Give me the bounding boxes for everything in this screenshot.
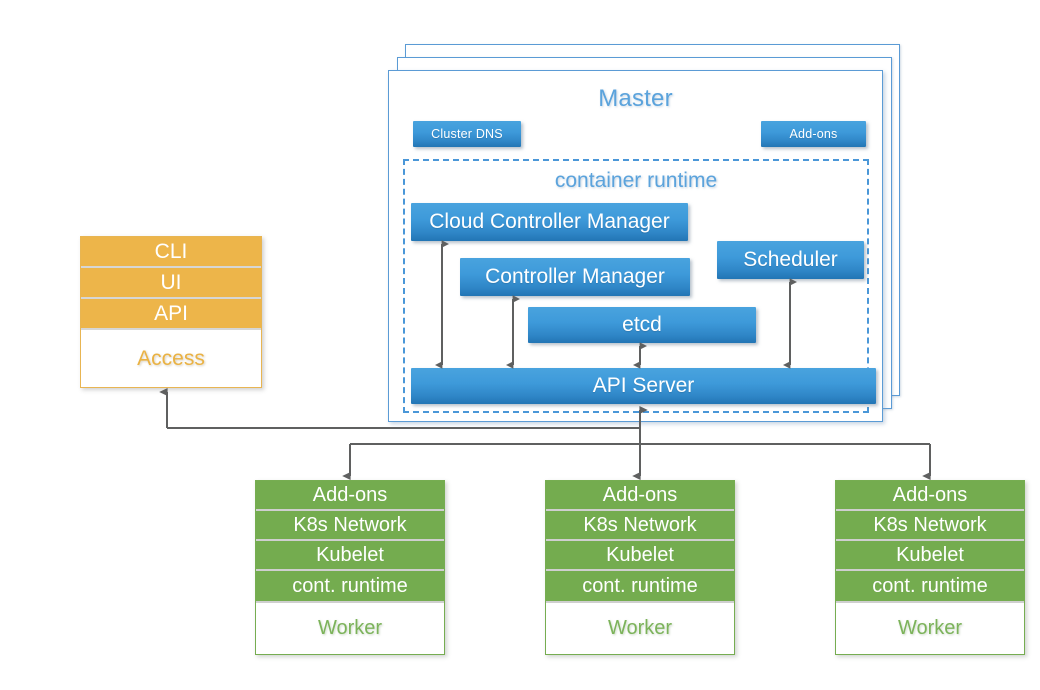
- component-label: Cloud Controller Manager: [429, 210, 670, 233]
- worker-layer-k8s-network[interactable]: K8s Network: [546, 511, 734, 541]
- worker-layer-label: cont. runtime: [292, 574, 408, 597]
- component-cloud-controller-manager[interactable]: Cloud Controller Manager: [411, 203, 688, 241]
- access-footer-label: Access: [137, 346, 205, 370]
- worker-layer-label: Kubelet: [316, 543, 384, 566]
- worker-layer-kubelet[interactable]: Kubelet: [256, 541, 444, 571]
- component-label: Add-ons: [789, 127, 838, 141]
- worker-layer-label: cont. runtime: [582, 574, 698, 597]
- access-stack: CLI UI API Access: [80, 236, 262, 388]
- worker-layer-k8s-network[interactable]: K8s Network: [256, 511, 444, 541]
- worker-footer-label: Worker: [897, 617, 963, 639]
- component-cluster-dns[interactable]: Cluster DNS: [413, 121, 521, 147]
- worker-layer-addons[interactable]: Add-ons: [256, 481, 444, 511]
- access-layer-cli[interactable]: CLI: [81, 237, 261, 268]
- worker-layer-k8s-network[interactable]: K8s Network: [836, 511, 1024, 541]
- component-controller-manager[interactable]: Controller Manager: [460, 258, 690, 296]
- worker-layer-label: Add-ons: [602, 483, 678, 506]
- worker-layer-addons[interactable]: Add-ons: [836, 481, 1024, 511]
- access-layer-label: UI: [160, 270, 182, 294]
- worker-layer-label: K8s Network: [873, 513, 987, 536]
- worker-layer-label: Kubelet: [606, 543, 674, 566]
- worker-layer-label: K8s Network: [293, 513, 407, 536]
- access-layer-api[interactable]: API: [81, 299, 261, 330]
- worker-node-1: Add-ons K8s Network Kubelet cont. runtim…: [255, 480, 445, 655]
- worker-layer-addons[interactable]: Add-ons: [546, 481, 734, 511]
- container-runtime-title: container runtime: [554, 169, 718, 192]
- worker-layer-label: Add-ons: [892, 483, 968, 506]
- component-label: Cluster DNS: [431, 127, 503, 141]
- access-footer: Access: [81, 330, 261, 387]
- master-card: Master Cluster DNS Add-ons container run…: [388, 70, 883, 422]
- worker-layer-cont-runtime[interactable]: cont. runtime: [836, 571, 1024, 603]
- component-label: etcd: [622, 313, 662, 336]
- worker-layer-label: cont. runtime: [872, 574, 988, 597]
- access-layer-ui[interactable]: UI: [81, 268, 261, 299]
- component-api-server[interactable]: API Server: [411, 368, 876, 404]
- worker-layer-cont-runtime[interactable]: cont. runtime: [256, 571, 444, 603]
- access-layer-label: API: [154, 301, 188, 325]
- master-title: Master: [598, 85, 673, 112]
- worker-layer-cont-runtime[interactable]: cont. runtime: [546, 571, 734, 603]
- worker-footer-label: Worker: [317, 617, 383, 639]
- component-addons[interactable]: Add-ons: [761, 121, 866, 147]
- worker-layer-label: Add-ons: [312, 483, 388, 506]
- worker-node-3: Add-ons K8s Network Kubelet cont. runtim…: [835, 480, 1025, 655]
- component-label: API Server: [592, 374, 695, 397]
- worker-footer: Worker: [836, 603, 1024, 654]
- worker-footer: Worker: [256, 603, 444, 654]
- worker-layer-kubelet[interactable]: Kubelet: [546, 541, 734, 571]
- access-layer-label: CLI: [154, 239, 188, 263]
- worker-footer: Worker: [546, 603, 734, 654]
- component-label: Scheduler: [743, 248, 838, 271]
- worker-layer-label: Kubelet: [896, 543, 964, 566]
- worker-footer-label: Worker: [607, 617, 673, 639]
- component-etcd[interactable]: etcd: [528, 307, 756, 343]
- worker-node-2: Add-ons K8s Network Kubelet cont. runtim…: [545, 480, 735, 655]
- worker-layer-kubelet[interactable]: Kubelet: [836, 541, 1024, 571]
- component-label: Controller Manager: [485, 265, 665, 288]
- worker-layer-label: K8s Network: [583, 513, 697, 536]
- component-scheduler[interactable]: Scheduler: [717, 241, 864, 279]
